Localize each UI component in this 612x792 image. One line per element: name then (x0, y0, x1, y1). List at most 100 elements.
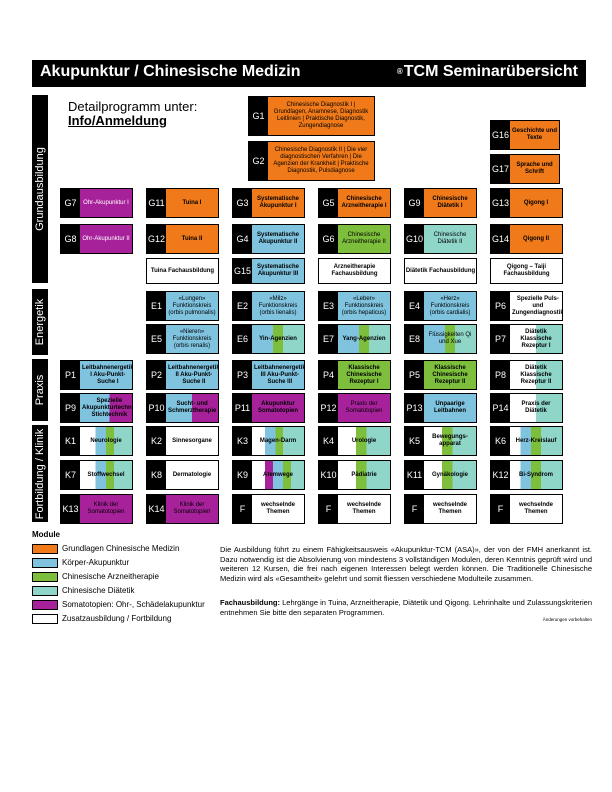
module-title: Magen-Darm (252, 427, 304, 455)
page-title: Akupunktur / Chinesische Medizin (40, 63, 301, 80)
legend-label: Chinesische Diätetik (62, 586, 135, 595)
module-title: Praxis der Somatotopien (338, 394, 390, 422)
module-title: Yang-Agenzien (338, 325, 390, 353)
module-code: K1 (61, 427, 80, 455)
legend-swatch (32, 599, 58, 610)
section-praxis: Praxis (32, 359, 48, 421)
module-title: Stoffwechsel (80, 461, 132, 489)
module-code: G16 (491, 121, 510, 149)
module-code: P6 (491, 292, 510, 320)
module-code: E4 (405, 292, 424, 320)
module-code: E1 (147, 292, 166, 320)
legend-label: Somatotopien: Ohr-, Schädelakupunktur (62, 600, 205, 609)
description-paragraph: Die Ausbildung führt zu einem Fähigkeits… (220, 545, 592, 583)
module-title: Praxis der Diätetik (510, 394, 562, 422)
module-title: «Leber» Funktionskreis (orbis hepaticus) (338, 292, 390, 320)
info-anmeldung-link[interactable]: Info/Anmeldung (68, 113, 167, 128)
title-bar: Akupunktur / Chinesische Medizin ®TCM Se… (32, 60, 586, 87)
module-code: G13 (491, 189, 510, 217)
module-title: Diätetik Klassische Rezeptur II (510, 361, 562, 389)
module-code: P1 (61, 361, 80, 389)
module-code: G1 (249, 97, 268, 135)
module-title: Sucht- und Schmerztherapie (166, 394, 218, 422)
module-title: wechselnde Themen (260, 502, 295, 515)
module-code: K13 (61, 495, 80, 523)
module-code: K14 (147, 495, 166, 523)
module-code: K10 (319, 461, 338, 489)
module-title: Chinesische Diätetik II (424, 225, 476, 253)
module-e3: E3«Leber» Funktionskreis (orbis hepaticu… (318, 291, 391, 321)
module-title: Unpaarige Leitbahnen (424, 394, 476, 422)
module-e1: E1«Lungen» Funktionskreis (orbis pulmona… (146, 291, 219, 321)
module-code: P13 (405, 394, 424, 422)
module-title: Herz-Kreislauf (510, 427, 562, 455)
section-grundausbildung: Grundausbildung (32, 95, 48, 283)
module-title: Gynäkologie (424, 461, 476, 489)
module-code: G4 (233, 225, 252, 253)
module-title: Tuina I (166, 189, 218, 217)
tuina-fachausbildung: Tuina Fachausbildung (146, 258, 219, 284)
module-code: K9 (233, 461, 252, 489)
module-code: P7 (491, 325, 510, 353)
section-fortbildung-klinik: Fortbildung / Klinik (32, 425, 48, 522)
legend-swatch (32, 543, 58, 554)
module-title: Klinik der Somatotopien (80, 495, 132, 523)
module-e2: E2«Milz» Funktionskreis (orbis lienalis) (232, 291, 305, 321)
module-title: Ohr-Akupunktur II (80, 225, 132, 253)
module-code: F (233, 495, 252, 523)
module-code: G15 (233, 259, 252, 283)
module-code: K12 (491, 461, 510, 489)
module-code: P14 (491, 394, 510, 422)
legend-label: Körper-Akupunktur (62, 558, 130, 567)
module-code: K2 (147, 427, 166, 455)
module-code: E6 (233, 325, 252, 353)
module-title: Diätetik Klassische Rezeptur I (510, 325, 562, 353)
module-title: Systematische Akupunktur III (252, 259, 304, 283)
module-g2: G2 Chinesische Diagnostik II | Die vier … (248, 141, 375, 181)
module-title: Chinesische Diagnostik II | Die vier dia… (268, 142, 374, 180)
module-code: E7 (319, 325, 338, 353)
module-e4: E4«Herz» Funktionskreis (orbis cardialis… (404, 291, 477, 321)
module-code: P12 (319, 394, 338, 422)
brand-name: TCM Seminarübersicht (403, 63, 578, 80)
module-code: P4 (319, 361, 338, 389)
legend-item: Grundlagen Chinesische Medizin (32, 543, 212, 554)
module-code: G17 (491, 155, 510, 183)
changes-note: Änderungen vorbehalten (542, 617, 592, 622)
module-code: G9 (405, 189, 424, 217)
module-title: Chinesische Diagnostik I | Grundlagen, A… (268, 97, 374, 135)
module-g16: G16 Geschichte und Texte (490, 120, 560, 150)
fachausbildung-paragraph: Fachausbildung: Lehrgänge in Tuina, Arzn… (220, 598, 592, 617)
section-label: Fortbildung / Klinik (34, 428, 46, 519)
module-code: K3 (233, 427, 252, 455)
module-code: P3 (233, 361, 252, 389)
module-g17: G17 Sprache und Schrift (490, 154, 560, 184)
module-code: G7 (61, 189, 80, 217)
module-title: Pädiatrie (338, 461, 390, 489)
module-title: Spezielle Akupunkturtechnik Stichtechnik (80, 394, 132, 422)
module-code: K6 (491, 427, 510, 455)
